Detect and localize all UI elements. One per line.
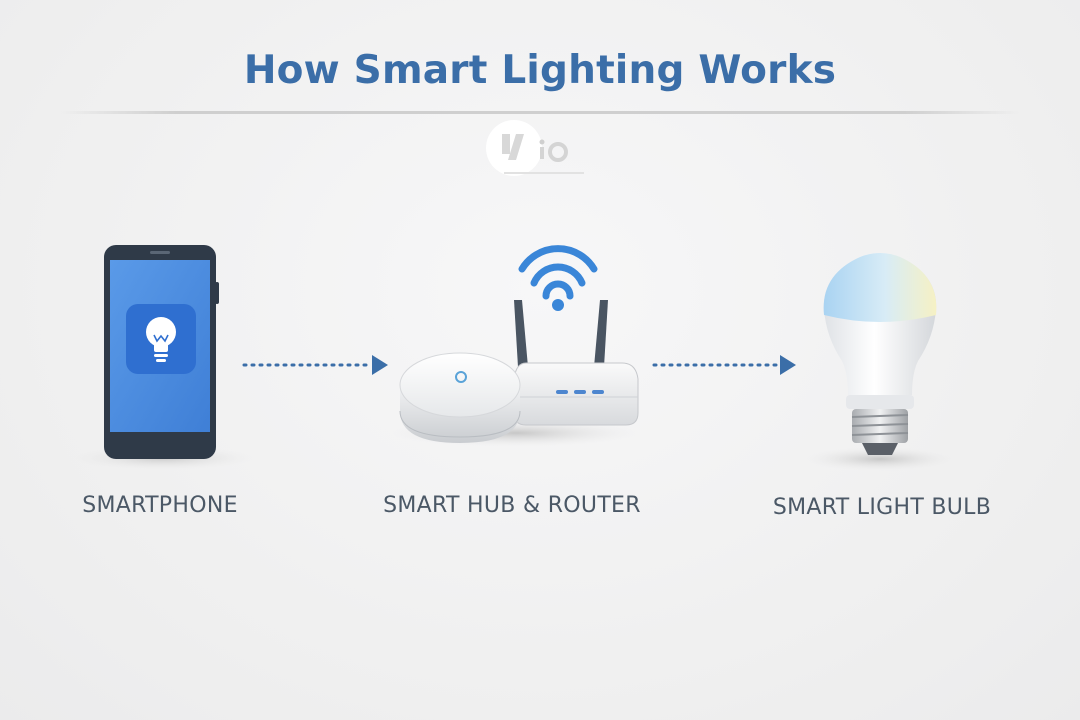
smartphone-icon [73,245,253,470]
watermark-logo [486,120,584,176]
smart-hub-and-router-icon [391,245,641,447]
title-divider [60,111,1020,114]
connector-arrow-hub-to-bulb [652,355,796,375]
diagram-title: How Smart Lighting Works [243,48,837,93]
smart-light-bulb-label: SMART LIGHT BULB [772,495,992,520]
smart-light-bulb-icon [804,253,956,471]
smartphone-label: SMARTPHONE [82,493,238,518]
connector-arrow-phone-to-hub [242,355,388,375]
smart-hub-router-label: SMART HUB & ROUTER [383,493,641,518]
